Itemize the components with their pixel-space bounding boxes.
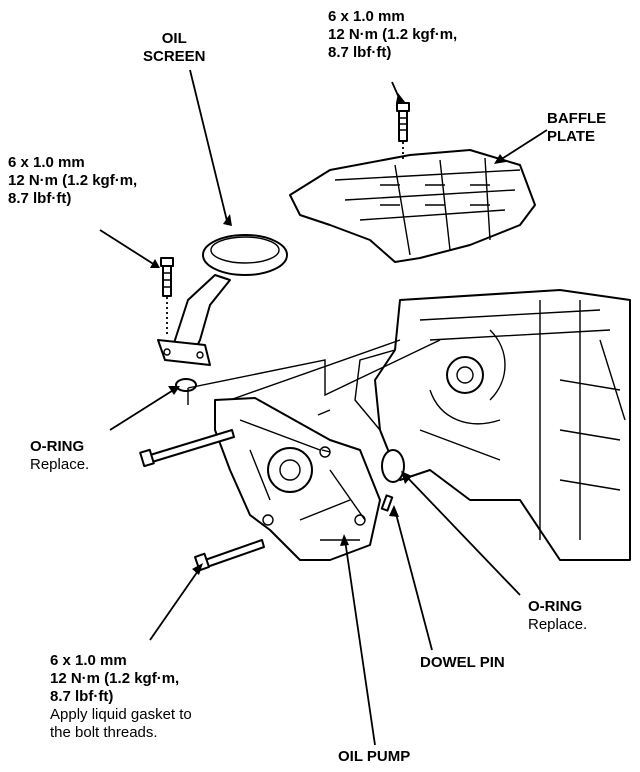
top-torque-callout: 6 x 1.0 mm 12 N·m (1.2 kgf·m, 8.7 lbf·ft… [328,8,458,61]
oil-pump [214,397,381,561]
o-ring-right-label: O-RING Replace. [528,598,588,633]
o-ring-left [175,378,197,392]
oil-screen [157,234,288,366]
dowel-pin-label: DOWEL PIN [420,654,505,671]
baffle-plate [289,149,536,263]
o-ring-left-label: O-RING Replace. [30,438,90,473]
pump-bolt-lower [193,539,265,572]
left-torque-callout: 6 x 1.0 mm 12 N·m (1.2 kgf·m, 8.7 lbf·ft… [8,154,138,207]
top-bolt [396,102,410,160]
baffle-plate-label: BAFFLE PLATE [547,110,607,145]
alignment-line [187,339,441,405]
bottom-torque-callout: 6 x 1.0 mm 12 N·m (1.2 kgf·m, 8.7 lbf·ft… [50,652,192,741]
leader-lines [99,69,548,746]
oil-pump-label: OIL PUMP [338,748,411,765]
o-ring-right [381,449,405,483]
pump-bolt-upper [139,429,235,468]
oil-screen-label: OIL SCREEN [143,30,206,65]
dowel-pin [380,494,394,512]
screen-bolt [160,257,174,335]
engine-block [354,289,631,561]
